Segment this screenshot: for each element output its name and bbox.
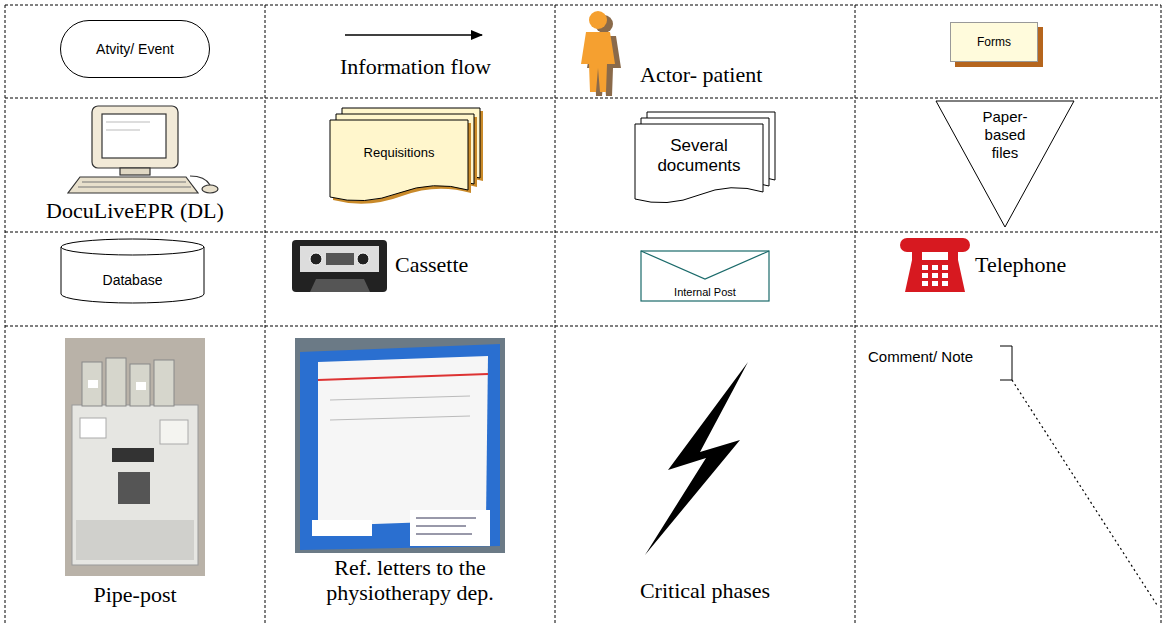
lightning-bolt (645, 362, 748, 555)
pill-node: Atvity/ Event (60, 20, 210, 78)
tray-photo (295, 338, 505, 553)
label-holder: Ref. letters to the physiotherapy dep. (285, 555, 535, 606)
grid-lines (5, 5, 1161, 625)
actor-figure (581, 11, 621, 96)
node-label: Internal Post (674, 286, 736, 299)
label-holder: DocuLiveEPR (DL) (5, 198, 265, 223)
flow-arrow (345, 34, 482, 36)
stack-node: Requisitions (330, 108, 480, 200)
forms-node: Forms (950, 22, 1038, 62)
env-node: Internal Post (640, 250, 770, 302)
symbol-caption: Cassette (395, 252, 545, 277)
label-holder: Comment/ Note (868, 348, 996, 365)
label-holder: Telephone (975, 252, 1145, 277)
stack-node: Several documents (635, 112, 775, 202)
symbol-caption: Pipe-post (5, 582, 265, 607)
cassette-icon (292, 240, 387, 292)
node-label: Database (103, 272, 163, 289)
label-holder: Pipe-post (5, 582, 265, 607)
tri-node: Paper- based files (935, 100, 1075, 228)
symbol-caption: Information flow (340, 54, 550, 79)
node-label: Atvity/ Event (96, 41, 174, 58)
symbol-caption: Critical phases (555, 578, 855, 603)
label-holder: Cassette (395, 252, 545, 277)
node-label: Forms (977, 35, 1011, 49)
telephone-icon (900, 238, 970, 292)
symbol-caption: DocuLiveEPR (DL) (5, 198, 265, 223)
pipe-post-photo (65, 338, 205, 576)
label-holder: Actor- patient (640, 62, 840, 87)
node-label: Several documents (649, 136, 749, 177)
label-holder: Information flow (340, 54, 550, 79)
symbol-caption: Actor- patient (640, 62, 840, 87)
cyl-node: Database (60, 238, 205, 304)
label-holder: Critical phases (555, 578, 855, 603)
node-label: Paper- based files (973, 108, 1037, 162)
computer-icon (68, 106, 218, 193)
comment-bracket (1000, 346, 1157, 605)
symbol-caption: Comment/ Note (868, 348, 996, 365)
symbol-caption: Ref. letters to the physiotherapy dep. (285, 555, 535, 606)
node-label: Requisitions (364, 145, 435, 161)
symbol-caption: Telephone (975, 252, 1145, 277)
cyl-outline (60, 238, 205, 304)
